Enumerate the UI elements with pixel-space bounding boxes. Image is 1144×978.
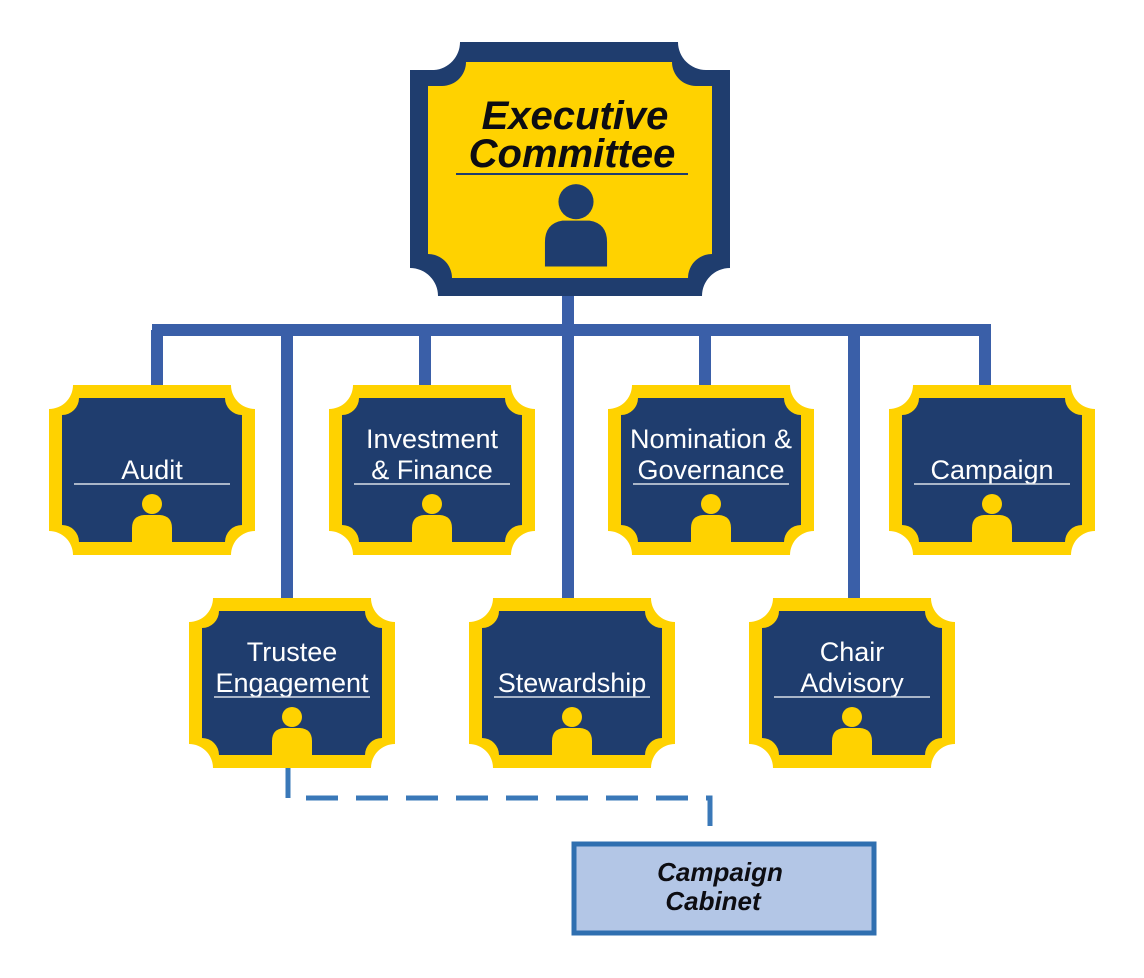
committee-node-investment: Investment& Finance (329, 385, 535, 555)
stewardship-label-line1: Stewardship (498, 668, 647, 698)
campaign-frame-inner (902, 398, 1082, 542)
trustee-label-line1: Trustee (247, 637, 338, 667)
executive-title-line1: Executive (482, 94, 669, 138)
nomination-label-line2: Governance (637, 455, 784, 485)
investment-frame-inner (342, 398, 522, 542)
committee-nodes: Audit Investment& Finance Nomination &Gove… (49, 385, 1095, 768)
cabinet-box (571, 841, 877, 936)
audit-frame-inner (62, 398, 242, 542)
person-icon (552, 707, 592, 755)
person-icon (544, 184, 608, 267)
committee-node-nomination: Nomination &Governance (608, 385, 814, 555)
campaign-cabinet-node: Campaign Cabinet (571, 841, 877, 936)
committee-node-stewardship: Stewardship (469, 598, 675, 768)
cabinet-label-line2: Cabinet (665, 886, 762, 916)
dashed-connector-cabinet (285, 766, 713, 842)
chair-label-line2: Advisory (800, 668, 904, 698)
investment-label-line1: Investment (366, 424, 499, 454)
person-icon (412, 494, 452, 542)
nomination-label-line1: Nomination & (630, 424, 792, 454)
person-icon (132, 494, 172, 542)
executive-frame-inner (428, 62, 712, 278)
person-icon (832, 707, 872, 755)
chair-label-line1: Chair (820, 637, 885, 667)
stewardship-frame-inner (482, 611, 662, 755)
person-icon (272, 707, 312, 755)
trustee-label-line2: Engagement (215, 668, 369, 698)
connector-lines (151, 290, 991, 602)
executive-title-line2: Committee (469, 132, 676, 176)
nomination-frame-inner (621, 398, 801, 542)
person-icon (972, 494, 1012, 542)
committee-node-audit: Audit (49, 385, 255, 555)
campaign-label-line1: Campaign (930, 455, 1053, 485)
chair-frame-inner (762, 611, 942, 755)
committee-node-campaign: Campaign (889, 385, 1095, 555)
cabinet-label-line1: Campaign (657, 857, 783, 887)
executive-committee-node: Executive Committee (410, 42, 730, 296)
investment-label-line2: & Finance (371, 455, 493, 485)
audit-label-line1: Audit (121, 455, 183, 485)
person-icon (691, 494, 731, 542)
trustee-frame-inner (202, 611, 382, 755)
